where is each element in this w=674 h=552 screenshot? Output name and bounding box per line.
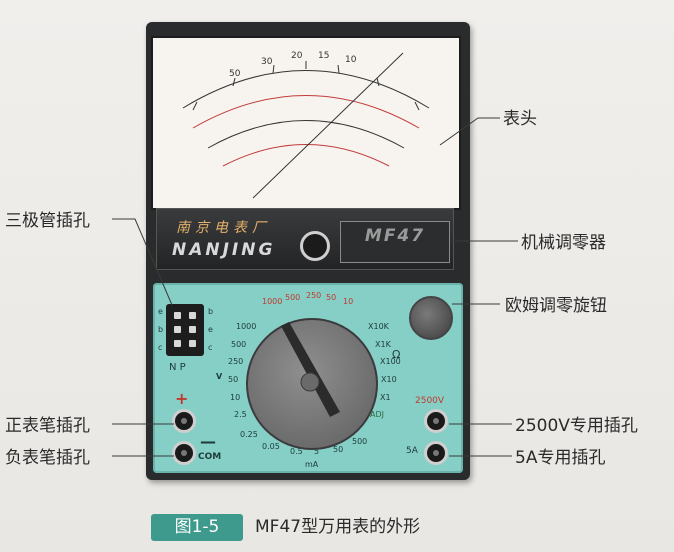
plus-sign: + [175, 389, 189, 408]
figure-number-badge: 图1-5 [151, 514, 243, 541]
leader-triode-socket [112, 218, 173, 306]
com-jack[interactable] [172, 441, 196, 465]
ma-range-label: 0.5 [290, 447, 303, 456]
callout-positive-jack: 正表笔插孔 [5, 416, 90, 436]
acv-range-label: 50 [326, 293, 337, 302]
callout-mechanical-zero: 机械调零器 [521, 233, 606, 253]
leader-meter-head [439, 117, 500, 146]
np-label: N P [169, 362, 186, 373]
dcv-range-label: 500 [231, 340, 247, 349]
ma-range-label: 0.25 [240, 430, 258, 439]
dcv-range-label: 2.5 [234, 410, 247, 419]
label-5a: 5A [406, 446, 418, 456]
ohm-zero-knob[interactable] [409, 296, 453, 340]
acv-range-label: 1000 [262, 297, 283, 306]
socket-hole [189, 312, 196, 319]
triode-socket-block[interactable] [166, 304, 204, 356]
positive-jack[interactable] [172, 409, 196, 433]
dcv-range-label: 250 [228, 357, 244, 366]
dcv-range-label: 1000 [236, 322, 257, 331]
socket-letter: c [158, 343, 163, 352]
minus-sign: — [200, 432, 216, 451]
scale-number: 20 [291, 51, 303, 61]
figure-caption: MF47型万用表的外形 [255, 517, 421, 537]
scale-number: 15 [318, 51, 329, 61]
scale-number: 10 [345, 55, 357, 65]
ma-range-label: 50 [333, 445, 344, 454]
scale-number: 30 [261, 57, 273, 67]
socket-hole [189, 340, 196, 347]
socket-hole [174, 340, 181, 347]
ohm-range-label: X1K [375, 340, 391, 349]
label-2500v: 2500V [415, 396, 445, 406]
mechanical-zero-screw[interactable] [300, 231, 330, 261]
ma-label: mA [305, 460, 319, 469]
meter-head-window: 50 30 20 15 10 [151, 36, 461, 210]
adj-label: ADJ [370, 410, 384, 419]
dcv-range-label: 10 [230, 393, 241, 402]
socket-hole [189, 326, 196, 333]
callout-ohm-zero-knob: 欧姆调零旋钮 [505, 296, 607, 316]
socket-letter: b [158, 325, 164, 334]
socket-hole [174, 312, 181, 319]
socket-letter: b [208, 307, 214, 316]
com-label: COM [198, 452, 222, 462]
acv-range-label: 250 [306, 291, 322, 300]
ma-range-label: 0.05 [262, 442, 280, 451]
brand-english: NANJING [172, 240, 276, 260]
ohm-range-label: X10K [368, 322, 389, 331]
socket-letter: c [208, 343, 213, 352]
socket-letter: e [158, 307, 163, 316]
socket-hole [174, 326, 181, 333]
ma-range-label: 5 [314, 447, 320, 456]
ohm-range-label: X1 [380, 393, 391, 402]
callout-5a-jack: 5A专用插孔 [515, 448, 606, 468]
v-label: V [216, 372, 223, 381]
jack-2500v[interactable] [424, 409, 448, 433]
ohm-range-label: X100 [380, 357, 401, 366]
scale-number: 50 [229, 69, 241, 79]
brand-chinese: 南京电表厂 [176, 220, 271, 236]
jack-5a[interactable] [424, 441, 448, 465]
ohm-range-label: X10 [381, 375, 397, 384]
ohm-symbol: Ω [392, 348, 401, 361]
acv-range-label: 500 [285, 293, 301, 302]
callout-meter-head: 表头 [503, 109, 537, 129]
model-box [340, 221, 450, 263]
dcv-range-label: 50 [228, 375, 239, 384]
callout-2500v-jack: 2500V专用插孔 [515, 416, 638, 436]
meter-scale: 50 30 20 15 10 [182, 51, 430, 199]
ma-range-label: 500 [352, 437, 368, 446]
socket-letter: e [208, 325, 213, 334]
model-name: MF47 [364, 226, 426, 246]
acv-range-label: 10 [343, 297, 354, 306]
callout-negative-jack: 负表笔插孔 [5, 448, 90, 468]
callout-triode-socket: 三极管插孔 [5, 211, 90, 231]
